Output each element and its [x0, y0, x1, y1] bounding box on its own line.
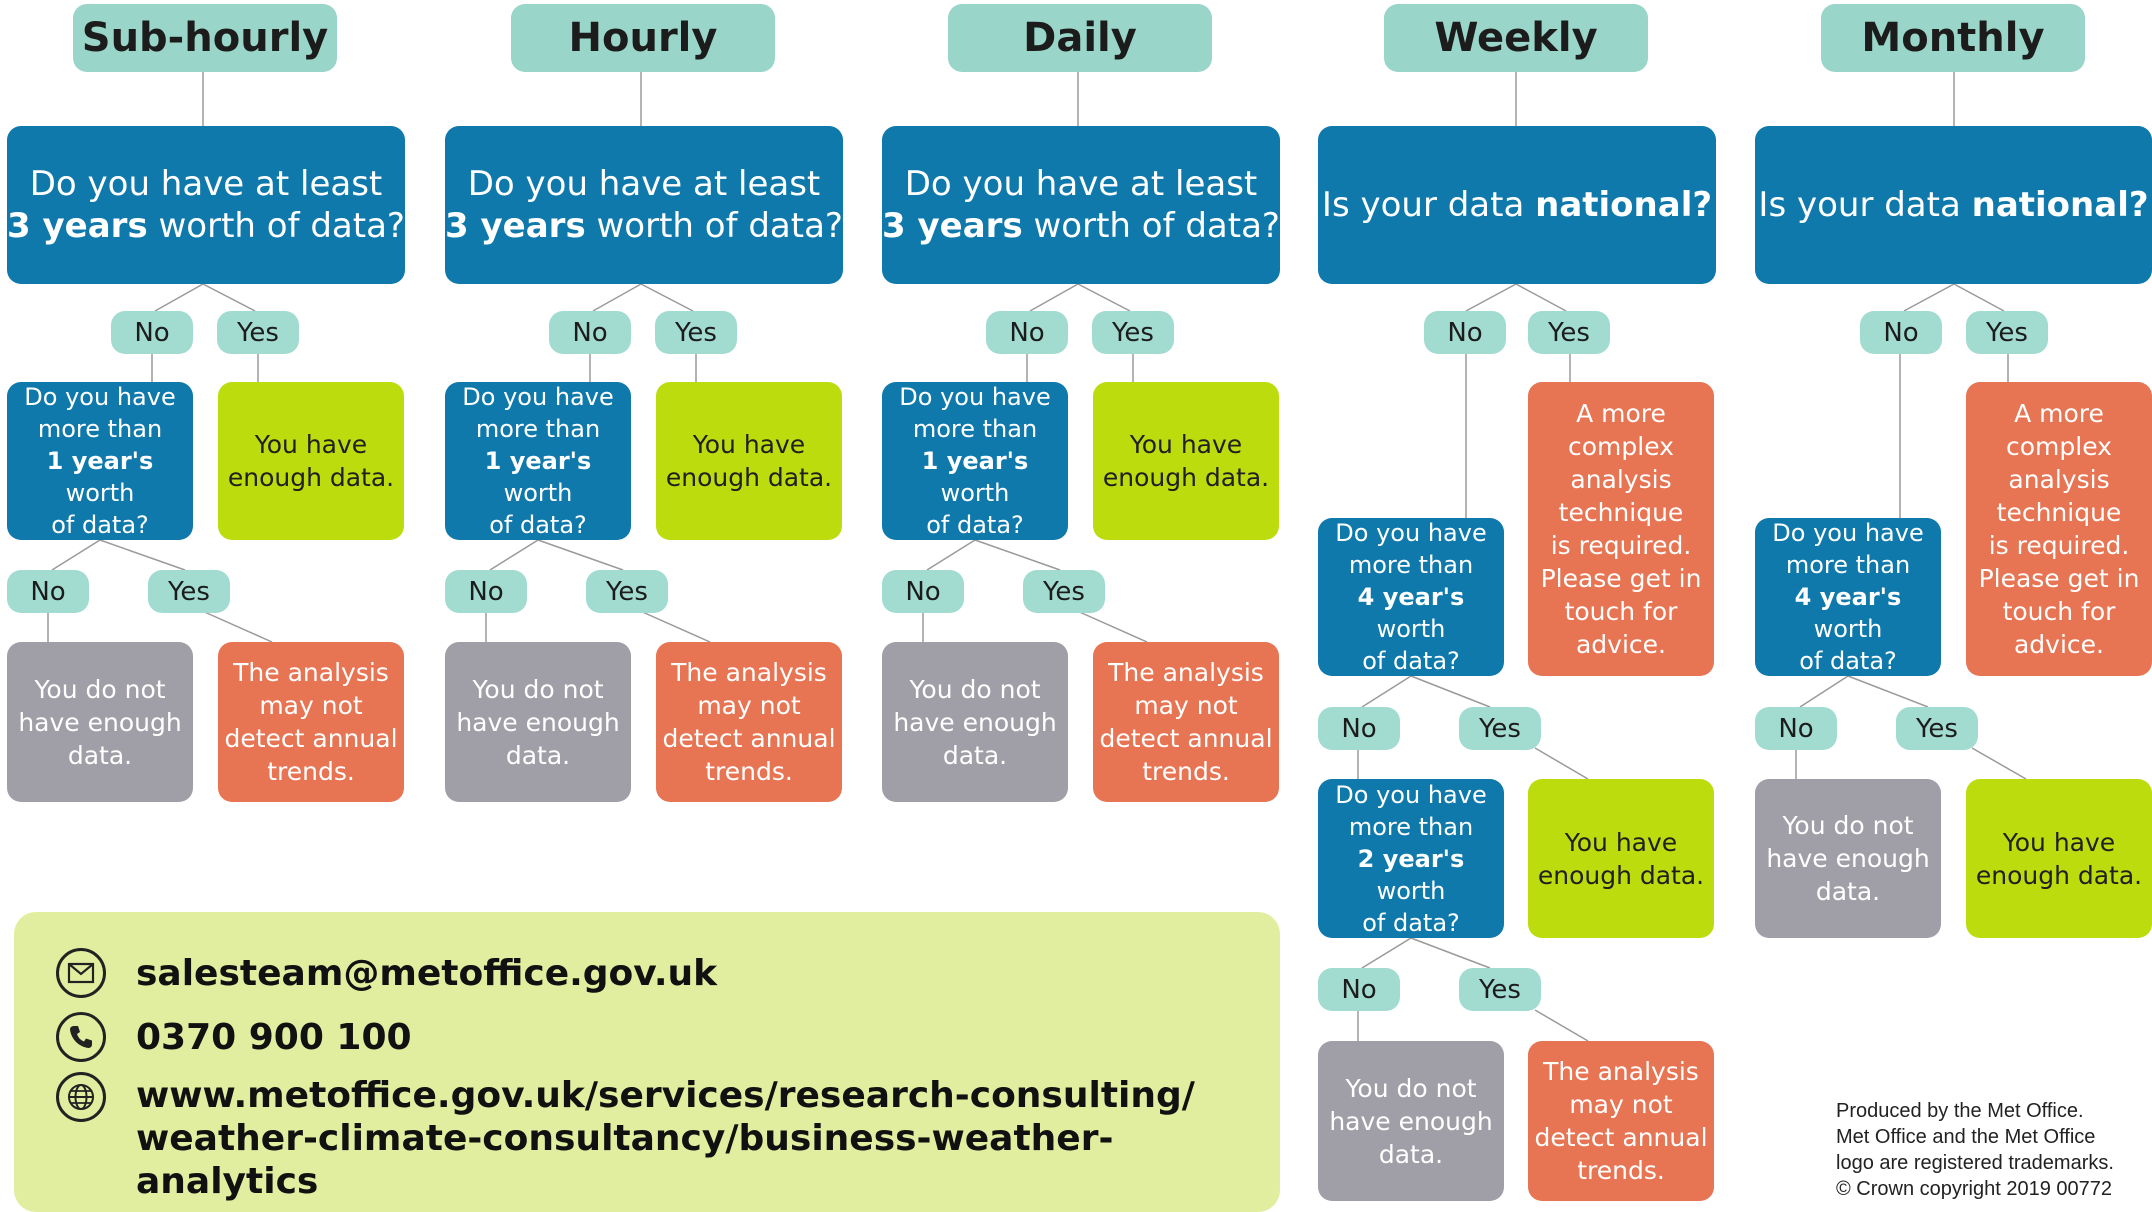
contact-website[interactable]: www.metoffice.gov.uk/services/research-c…	[136, 1075, 1195, 1202]
contact-panel: salesteam@metoffice.gov.uk 0370 900 100 …	[14, 912, 1280, 1212]
outcome-may-not-detect-trends: The analysis may not detect annual trend…	[218, 642, 404, 802]
yes-label: Yes	[1528, 311, 1610, 354]
yes-label: Yes	[1023, 570, 1105, 613]
yes-label: Yes	[1092, 311, 1174, 354]
yes-label: Yes	[148, 570, 230, 613]
third-question-weekly: Do you have more than 2 year's worth of …	[1318, 779, 1504, 938]
contact-email-row: salesteam@metoffice.gov.uk	[56, 948, 717, 998]
no-label: No	[986, 311, 1068, 354]
sub-question-sub-hourly: Do you have more than 1 year's worth of …	[7, 382, 193, 540]
outcome-enough-data: You have enough data.	[218, 382, 404, 540]
yes-label: Yes	[1966, 311, 2048, 354]
yes-label: Yes	[655, 311, 737, 354]
yes-label: Yes	[1459, 707, 1541, 750]
no-label: No	[1860, 311, 1942, 354]
yes-label: Yes	[1459, 968, 1541, 1011]
no-label: No	[1318, 707, 1400, 750]
outcome-may-not-detect-trends: The analysis may not detect annual trend…	[1528, 1041, 1714, 1201]
no-label: No	[445, 570, 527, 613]
sub-question-weekly: Do you have more than 4 year's worth of …	[1318, 518, 1504, 676]
header-weekly: Weekly	[1384, 4, 1648, 72]
envelope-icon	[56, 948, 106, 998]
outcome-enough-data: You have enough data.	[1966, 779, 2152, 938]
outcome-not-enough-data: You do not have enough data.	[1755, 779, 1941, 938]
sub-question-hourly: Do you have more than 1 year's worth of …	[445, 382, 631, 540]
globe-icon	[56, 1072, 106, 1122]
no-label: No	[1318, 968, 1400, 1011]
outcome-may-not-detect-trends: The analysis may not detect annual trend…	[656, 642, 842, 802]
question-weekly: Is your data national?	[1318, 126, 1716, 284]
no-label: No	[7, 570, 89, 613]
phone-icon	[56, 1012, 106, 1062]
outcome-complex-analysis: A more complex analysis technique is req…	[1966, 382, 2152, 676]
outcome-enough-data: You have enough data.	[1528, 779, 1714, 938]
outcome-not-enough-data: You do not have enough data.	[445, 642, 631, 802]
header-sub-hourly: Sub-hourly	[73, 4, 337, 72]
no-label: No	[1424, 311, 1506, 354]
yes-label: Yes	[217, 311, 299, 354]
question-daily: Do you have at least 3 years worth of da…	[882, 126, 1280, 284]
contact-phone[interactable]: 0370 900 100	[136, 1016, 412, 1058]
outcome-enough-data: You have enough data.	[656, 382, 842, 540]
sub-question-monthly: Do you have more than 4 year's worth of …	[1755, 518, 1941, 676]
header-daily: Daily	[948, 4, 1212, 72]
question-text: Do you have at least 3 years worth of da…	[7, 164, 405, 246]
contact-web-row: www.metoffice.gov.uk/services/research-c…	[56, 1072, 1280, 1203]
contact-email[interactable]: salesteam@metoffice.gov.uk	[136, 952, 718, 994]
no-label: No	[111, 311, 193, 354]
no-label: No	[882, 570, 964, 613]
outcome-complex-analysis: A more complex analysis technique is req…	[1528, 382, 1714, 676]
outcome-enough-data: You have enough data.	[1093, 382, 1279, 540]
outcome-may-not-detect-trends: The analysis may not detect annual trend…	[1093, 642, 1279, 802]
copyright-notice: Produced by the Met Office. Met Office a…	[1836, 1100, 2114, 1200]
question-monthly: Is your data national?	[1755, 126, 2152, 284]
contact-phone-row: 0370 900 100	[56, 1012, 412, 1062]
sub-question-daily: Do you have more than 1 year's worth of …	[882, 382, 1068, 540]
outcome-not-enough-data: You do not have enough data.	[882, 642, 1068, 802]
yes-label: Yes	[1896, 707, 1978, 750]
question-sub-hourly: Do you have at least 3 years worth of da…	[7, 126, 405, 284]
outcome-not-enough-data: You do not have enough data.	[1318, 1041, 1504, 1201]
outcome-not-enough-data: You do not have enough data.	[7, 642, 193, 802]
header-hourly: Hourly	[511, 4, 775, 72]
no-label: No	[549, 311, 631, 354]
question-hourly: Do you have at least 3 years worth of da…	[445, 126, 843, 284]
header-monthly: Monthly	[1821, 4, 2085, 72]
yes-label: Yes	[586, 570, 668, 613]
no-label: No	[1755, 707, 1837, 750]
